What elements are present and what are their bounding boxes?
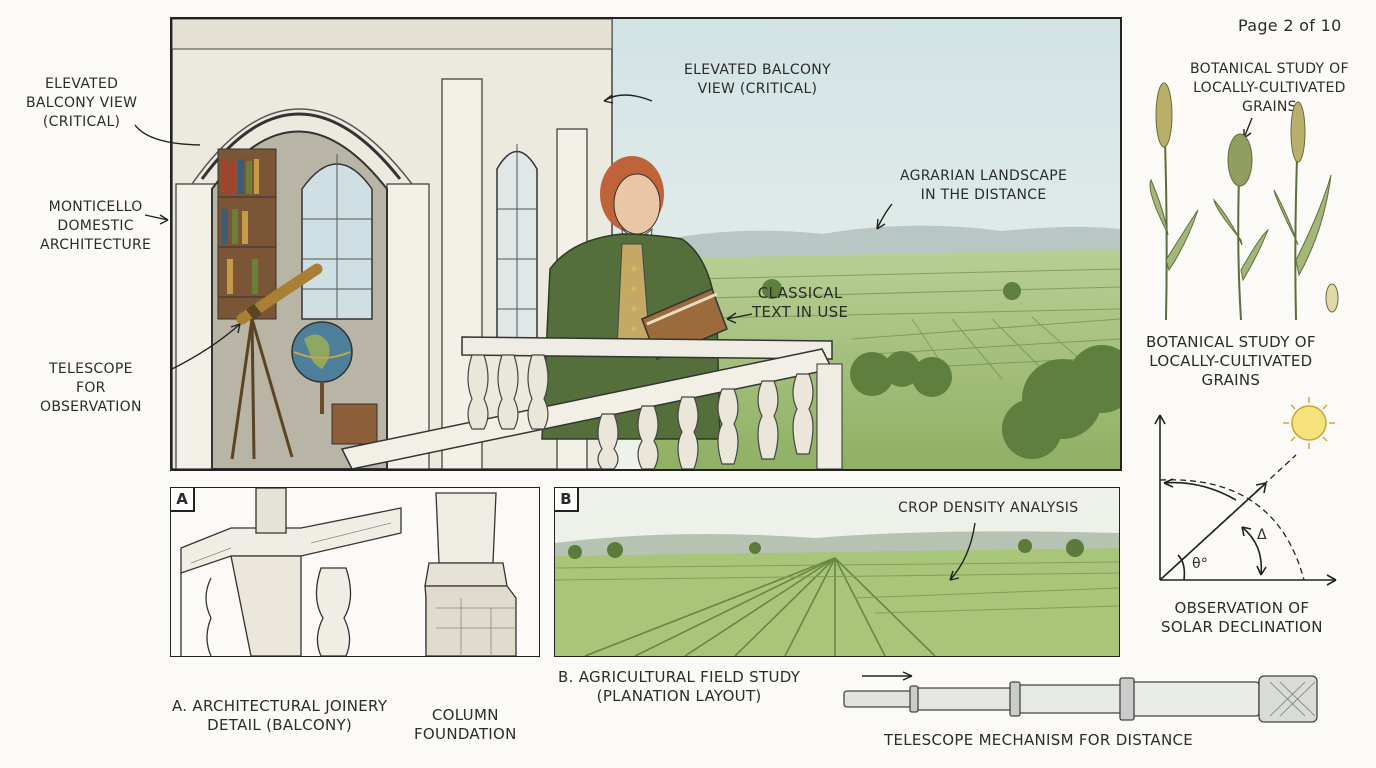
callout-balcony-view-top: ELEVATED BALCONY VIEW (CRITICAL)	[684, 62, 831, 97]
botanical-title-top: BOTANICAL STUDY OF LOCALLY-CULTIVATED GR…	[1190, 61, 1349, 115]
sun-icon	[1283, 397, 1335, 449]
panel-b-tag: B	[555, 488, 579, 512]
callout-telescope-observation: TELESCOPE FOR OBSERVATION	[40, 361, 142, 415]
tree-clumps	[762, 279, 1120, 459]
telescope-on-tripod	[230, 263, 323, 460]
callout-balcony-view-left: ELEVATED BALCONY VIEW (CRITICAL)	[26, 76, 138, 130]
facade-window	[496, 144, 538, 350]
field-study-drawing	[555, 488, 1119, 656]
callout-monticello-architecture: MONTICELLO DOMESTIC ARCHITECTURE	[40, 199, 152, 253]
grain-heads	[1155, 82, 1306, 187]
delta-label: Δ	[1257, 527, 1267, 543]
solar-caption: OBSERVATION OF SOLAR DECLINATION	[1161, 599, 1323, 636]
balustrade	[340, 336, 843, 469]
grain-stalks	[1163, 109, 1299, 321]
telescope-tubes	[843, 675, 1318, 723]
telescope-mechanism-drawing	[843, 671, 1318, 723]
botanical-grains-drawing	[1149, 82, 1339, 321]
page-indicator: Page 2 of 10	[1238, 16, 1342, 35]
left-callout-arrows	[134, 124, 200, 225]
grain-seed	[1325, 283, 1339, 313]
callout-agrarian-landscape: AGRARIAN LANDSCAPE IN THE DISTANCE	[900, 168, 1068, 203]
arched-window	[301, 154, 373, 320]
panel-a-caption: A. ARCHITECTURAL JOINERY DETAIL (BALCONY…	[172, 697, 388, 734]
panel-b-field-study: B CROP DENSITY ANALYSIS	[554, 487, 1120, 657]
bookshelf	[217, 148, 277, 320]
panel-b-caption: B. AGRICULTURAL FIELD STUDY (PLANATION L…	[558, 668, 801, 705]
callout-classical-text: CLASSICAL TEXT IN USE	[752, 284, 849, 321]
panel-a-tag: A	[171, 488, 195, 512]
theta-label: θ°	[1192, 556, 1209, 572]
botanical-title-bottom: BOTANICAL STUDY OF LOCALLY-CULTIVATED GR…	[1146, 333, 1316, 389]
globe	[291, 321, 378, 445]
telescope-mechanism-caption: TELESCOPE MECHANISM FOR DISTANCE	[884, 731, 1194, 749]
callout-arrows	[172, 94, 893, 370]
solar-declination-diagram	[1154, 397, 1337, 586]
column-foundation-caption: COLUMN FOUNDATION	[414, 706, 517, 743]
main-scene	[172, 19, 1120, 469]
joinery-drawing	[180, 488, 517, 656]
main-illustration-panel: ELEVATED BALCONY VIEW (CRITICAL) AGRARIA…	[170, 17, 1122, 471]
panel-a-joinery: A	[170, 487, 540, 657]
grain-leaves	[1149, 174, 1332, 282]
crop-rows	[584, 557, 936, 656]
crop-density-callout: CROP DENSITY ANALYSIS	[898, 500, 1079, 516]
